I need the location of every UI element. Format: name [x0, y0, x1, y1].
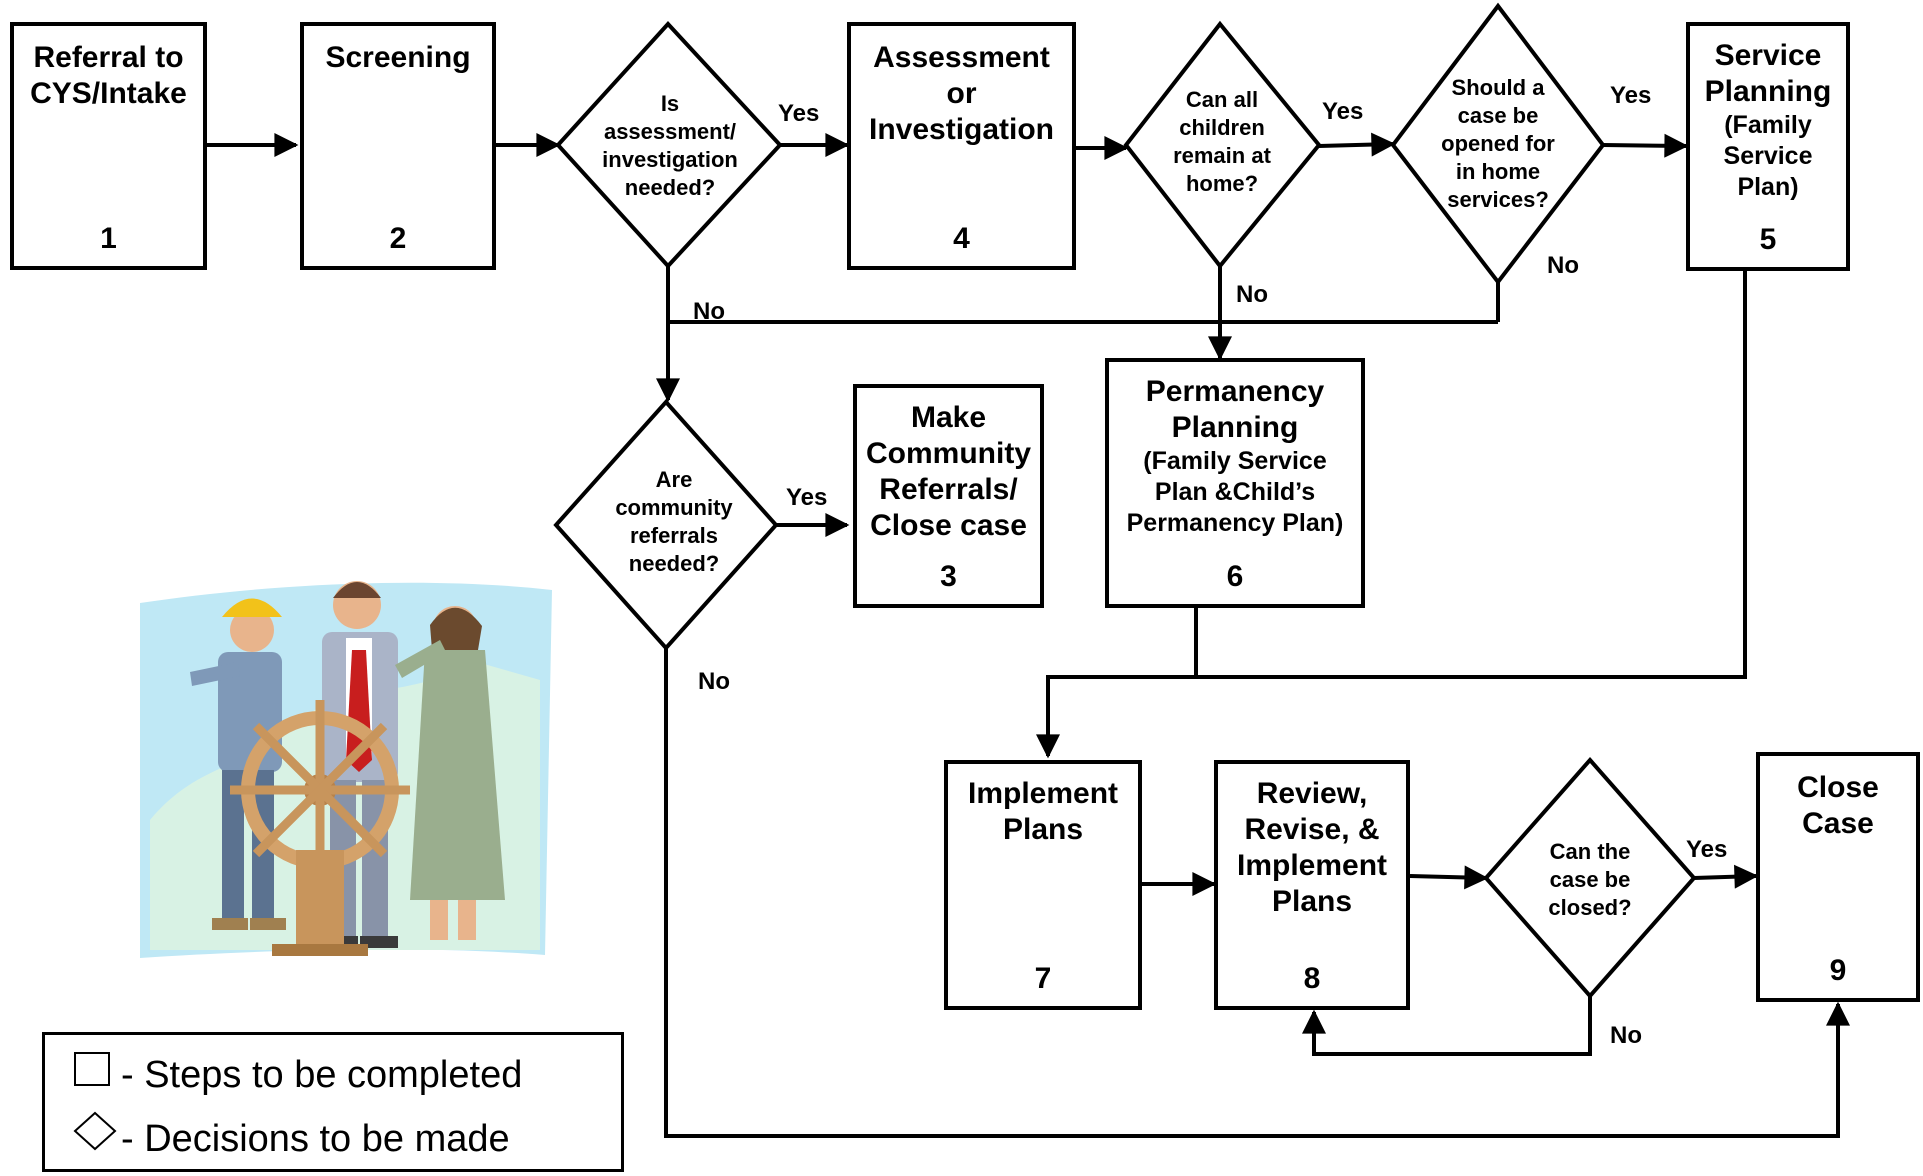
step-title-line: Planning	[1171, 411, 1299, 444]
step-number: 4	[953, 222, 970, 255]
decision-text-line: services?	[1447, 187, 1549, 212]
step-title-line: Implement	[967, 777, 1119, 810]
step-title-line: CYS/Intake	[30, 77, 187, 110]
label-no-d2: No	[1236, 281, 1268, 308]
decision-text-line: remain at	[1173, 143, 1271, 168]
label-yes-d3: Yes	[1610, 82, 1652, 109]
step-number: 5	[1759, 223, 1777, 256]
step-title-line: Case	[1802, 807, 1874, 840]
step-title-line: Community	[866, 437, 1031, 470]
step-number: 9	[1829, 954, 1847, 987]
decision-text-line: investigation	[602, 147, 738, 172]
decision-text-line: Is	[660, 91, 680, 116]
decision-text-line: assessment/	[603, 119, 737, 144]
decision-text-line: in home	[1455, 159, 1541, 184]
step-title-line: Investigation	[868, 113, 1055, 146]
step-number: 2	[389, 222, 407, 255]
step-screening: Screening 2	[300, 22, 496, 270]
step-number: 6	[1226, 560, 1244, 593]
step-number: 8	[1303, 962, 1321, 995]
step-subtitle-line: Plan &Child’s	[1154, 478, 1316, 506]
step-subtitle-line: (Family	[1724, 111, 1812, 139]
legend-row-decisions: - Decisions to be made	[73, 1111, 510, 1161]
decision-text-line: referrals	[629, 523, 719, 548]
step-title-line: Implement	[1236, 849, 1388, 882]
step-title-line: Plans	[1271, 885, 1353, 918]
label-no-d4: No	[698, 668, 730, 695]
edge-d4-9-no	[664, 648, 1850, 1138]
step-title-line: Referral to	[33, 41, 184, 74]
step-number: 7	[1034, 962, 1052, 995]
step-title-line: Review,	[1256, 777, 1368, 810]
decision-text-case-closed: Can the case be closed?	[1510, 838, 1670, 922]
label-no-d5: No	[1610, 1022, 1642, 1049]
decision-text-line: home?	[1185, 171, 1259, 196]
decision-text-line: Can all	[1185, 87, 1259, 112]
decision-text-community-needed: Are community referrals needed?	[584, 466, 764, 578]
step-title-line: Service	[1714, 39, 1822, 72]
edge-d2-d3-yes	[1318, 132, 1396, 157]
edge-d5-8-no	[1302, 996, 1592, 1056]
decision-text-in-home-services: Should a case be opened for in home services…	[1418, 74, 1578, 214]
decision-text-line: needed?	[624, 175, 716, 200]
legend-steps-label: - Steps to be completed	[121, 1054, 523, 1096]
decision-text-line: Should a	[1451, 75, 1545, 100]
legend: - Steps to be completed - Decisions to b…	[42, 1032, 624, 1172]
step-subtitle-line: (Family Service	[1143, 447, 1327, 475]
step-title-line: Assessment	[873, 41, 1050, 74]
decision-text-line: needed?	[628, 551, 720, 576]
step-number: 3	[940, 560, 957, 593]
label-yes-d1: Yes	[778, 100, 820, 127]
legend-row-steps: - Steps to be completed	[73, 1051, 522, 1097]
step-subtitle-line: Plan)	[1737, 173, 1799, 201]
step-title-line: Permanency	[1145, 375, 1325, 408]
decision-text-line: Can the	[1549, 839, 1631, 864]
label-yes-d5: Yes	[1686, 836, 1728, 863]
step-subtitle-line: Service	[1723, 142, 1813, 170]
decision-text-line: closed?	[1548, 895, 1632, 920]
decision-text-line: community	[615, 495, 733, 520]
step-title-line: Screening	[325, 41, 471, 74]
label-no-d1: No	[693, 298, 725, 325]
step-title-line: Revise, &	[1244, 813, 1380, 846]
label-no-d3: No	[1547, 252, 1579, 279]
step-title-line: Plans	[1002, 813, 1084, 846]
label-yes-d2: Yes	[1322, 98, 1364, 125]
edge-8-d5	[1409, 865, 1489, 890]
team-steering-wheel-icon	[140, 581, 552, 958]
step-subtitle-line: Permanency Plan)	[1126, 509, 1344, 537]
label-yes-d4: Yes	[786, 484, 828, 511]
step-title-line: Referrals/	[879, 473, 1018, 506]
step-title-line: Close	[1797, 771, 1879, 804]
decision-text-line: children	[1179, 115, 1265, 140]
decision-text-line: case be	[1549, 867, 1631, 892]
decision-text-line: case be	[1457, 103, 1539, 128]
square-icon	[73, 1051, 121, 1097]
step-title-line: Close case	[870, 509, 1027, 542]
step-number: 1	[100, 222, 117, 255]
step-title-line: or	[946, 77, 977, 110]
edge-d5-9-yes	[1693, 864, 1759, 889]
decision-text-line: Are	[655, 467, 693, 492]
decision-text-line: opened for	[1441, 131, 1555, 156]
decision-text-children-home: Can all children remain at home?	[1142, 86, 1302, 198]
diamond-icon	[73, 1111, 121, 1161]
step-title-line: Planning	[1704, 75, 1832, 108]
step-title-line: Make	[910, 401, 987, 434]
edge-d3-5-yes	[1602, 133, 1689, 158]
decision-text-assessment-needed: Is assessment/investigation needed?	[580, 90, 760, 202]
legend-decisions-label: - Decisions to be made	[121, 1118, 510, 1160]
edge-5-merge	[1036, 271, 1747, 759]
